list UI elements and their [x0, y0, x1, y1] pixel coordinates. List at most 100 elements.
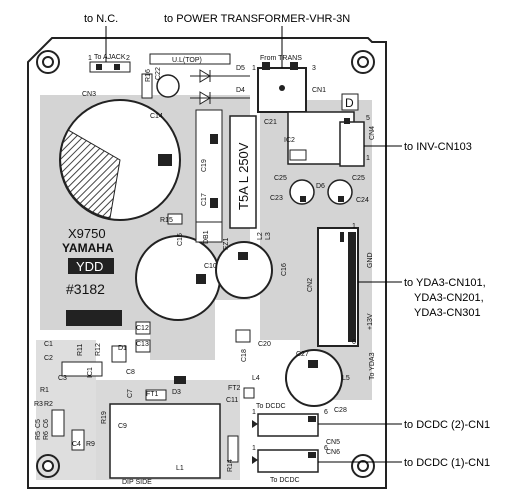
board-code-box — [68, 258, 114, 274]
callout-yda-1: to YDA3-CN101, — [404, 277, 486, 289]
label-c21: C21 — [264, 119, 277, 126]
label-c23: C23 — [270, 195, 283, 202]
label-c28: C28 — [334, 407, 347, 414]
pin-1d: 1 — [352, 223, 356, 230]
label-r3: R3 — [34, 401, 43, 408]
pin-1a: 1 — [88, 55, 92, 62]
diode-pair — [190, 69, 250, 105]
label-r6: R6 — [43, 431, 50, 440]
pin-5: 5 — [366, 115, 370, 122]
board-brand: YAMAHA — [62, 241, 114, 255]
label-d4: D4 — [236, 87, 245, 94]
label-r14: R14 — [227, 459, 234, 472]
label-r9: R9 — [86, 441, 95, 448]
label-c6: C6 — [43, 419, 50, 428]
label-ic1: IC1 — [87, 367, 94, 378]
label-c2: C2 — [44, 355, 53, 362]
label-ic2: IC2 — [284, 137, 295, 144]
label-c16: C16 — [281, 263, 288, 276]
silk-plus13v: +13V — [367, 313, 374, 330]
board-number: #3182 — [66, 281, 105, 297]
label-d3: D3 — [172, 389, 181, 396]
silk-to-dcdc-2: To DCDC — [270, 477, 300, 484]
label-cn1: CN1 — [312, 87, 326, 94]
label-r16: R16 — [145, 69, 152, 82]
mounting-holes — [36, 50, 375, 478]
label-c19: C19 — [201, 159, 208, 172]
pin-1c: 1 — [366, 155, 370, 162]
label-c20: C20 — [258, 341, 271, 348]
label-d1: D1 — [118, 345, 127, 352]
pin-1f: 1 — [252, 445, 256, 452]
cap-c25a — [289, 179, 315, 205]
label-c14: C14 — [150, 113, 163, 120]
label-r11: R11 — [77, 344, 84, 356]
inductor-l1 — [109, 403, 221, 479]
label-l3: L3 — [265, 232, 272, 240]
label-r19: R19 — [101, 411, 108, 424]
connector-cn5 — [257, 413, 319, 437]
connector-cn6 — [257, 449, 319, 473]
cap-c25b — [327, 179, 353, 205]
pin-6a: 6 — [352, 339, 356, 346]
pin-6c: 6 — [324, 445, 328, 452]
label-c25b: C25 — [352, 175, 365, 182]
silk-dip-side: DIP SIDE — [122, 479, 152, 486]
label-c9: C9 — [118, 423, 127, 430]
label-r12: R12 — [95, 343, 102, 356]
cap-c22 — [156, 74, 180, 98]
callout-dcdc1: to DCDC (1)-CN1 — [404, 457, 490, 469]
cap-c14 — [59, 99, 181, 221]
silk-to-yda3: To YDA3 — [369, 352, 376, 380]
corner-d-box — [341, 93, 359, 111]
label-c18: C18 — [241, 349, 248, 362]
connector-cn3 — [89, 61, 131, 73]
label-c5: C5 — [35, 419, 42, 428]
label-c4: C4 — [72, 441, 81, 448]
label-ft2: FT2 — [228, 385, 241, 392]
pin-6b: 6 — [324, 409, 328, 416]
label-c13: C13 — [136, 341, 149, 348]
callout-nc: to N.C. — [84, 13, 118, 25]
callout-power-transformer: to POWER TRANSFORMER-VHR-3N — [164, 13, 350, 25]
label-l5: L5 — [342, 375, 350, 382]
label-r1: R1 — [40, 387, 49, 394]
label-fz1: FZ1 — [223, 237, 230, 250]
label-c25a: C25 — [274, 175, 287, 182]
cap-c27 — [285, 349, 343, 407]
silk-to-dcdc-1: To DCDC — [256, 403, 286, 410]
fuse-fz1 — [229, 115, 257, 229]
label-l2: L2 — [257, 232, 264, 240]
label-l1: L1 — [176, 465, 184, 472]
label-cn3: CN3 — [82, 91, 96, 98]
connector-cn4 — [339, 121, 365, 167]
label-cn4: CN4 — [369, 126, 376, 140]
fuse-rating: T5A L 250V — [236, 142, 251, 210]
callout-yda-3: YDA3-CN301 — [414, 307, 481, 319]
callout-inv: to INV-CN103 — [404, 141, 472, 153]
callout-yda-2: YDA3-CN201, — [414, 292, 484, 304]
pin-1e: 1 — [252, 409, 256, 416]
label-r15: R15 — [160, 217, 173, 224]
corner-d-label: D — [345, 96, 354, 110]
resistor-block-black — [66, 310, 122, 326]
silk-ul-top: U.L(TOP) — [172, 57, 202, 64]
label-d6: D6 — [316, 183, 325, 190]
label-cn2: CN2 — [307, 278, 314, 292]
label-c15: C15 — [177, 233, 184, 246]
callout-lines — [105, 26, 402, 463]
label-r2: R2 — [44, 401, 53, 408]
label-c8: C8 — [126, 369, 135, 376]
pin-3b: 3 — [312, 65, 316, 72]
label-cn5: CN5 — [326, 439, 340, 446]
board-code: YDD — [76, 259, 103, 274]
label-c1: C1 — [44, 341, 53, 348]
silk-to-ajack: To AJACK — [94, 54, 126, 61]
label-r5: R5 — [35, 431, 42, 440]
label-c7: C7 — [127, 389, 134, 398]
label-ft1: FT1 — [146, 391, 159, 398]
ul-top-label-box — [149, 53, 231, 65]
label-c11: C11 — [226, 397, 238, 404]
label-cn6: CN6 — [326, 449, 340, 456]
